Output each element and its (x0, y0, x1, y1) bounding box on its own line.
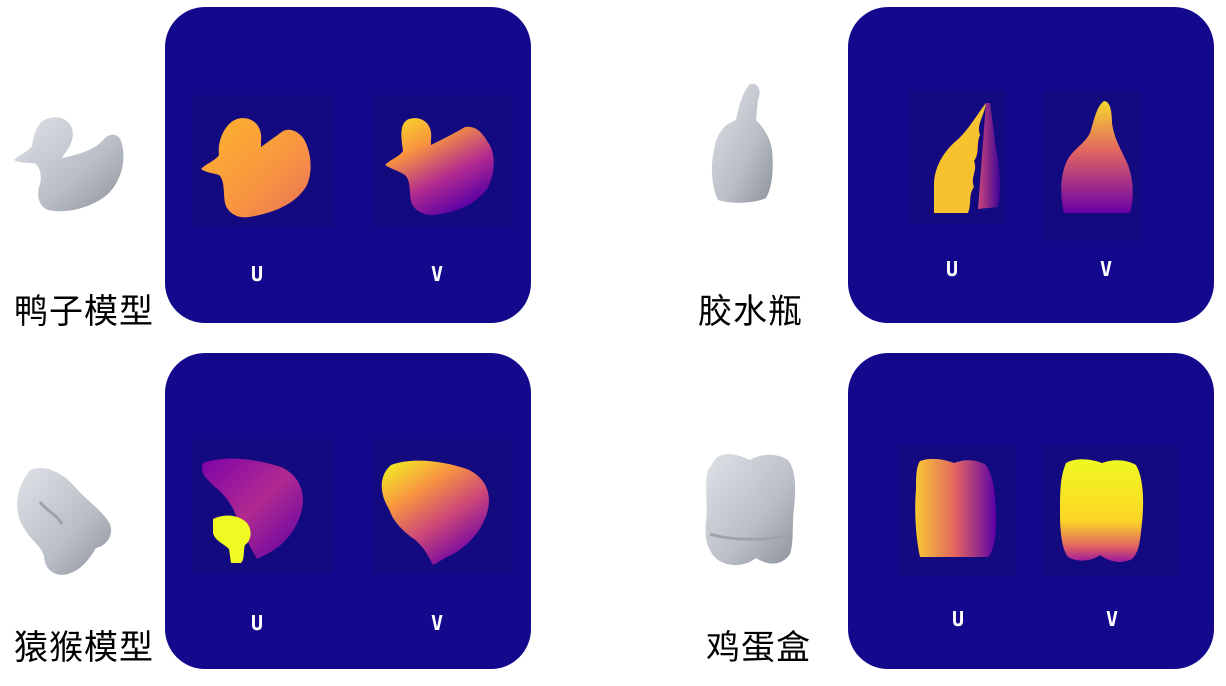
egg-box-v-map (1060, 459, 1144, 562)
duck-u-map (201, 118, 311, 218)
v-label: V (431, 611, 444, 635)
u-label: U (251, 262, 264, 286)
v-label: V (431, 262, 444, 286)
egg-box-uv-maps (915, 458, 1144, 562)
egg-box-icon (705, 454, 796, 566)
egg-box-thumbnail (698, 448, 802, 572)
glue-bottle-icon (711, 83, 773, 203)
glue-bottle-thumbnail (700, 80, 780, 210)
duck-model-icon (14, 117, 124, 212)
duck-uv-maps (201, 118, 494, 218)
ape-uv-maps (201, 458, 489, 565)
glue-bottle-v-map (1061, 101, 1133, 213)
uv-panel-duck: U V (165, 7, 531, 323)
u-label: U (946, 257, 959, 281)
uv-panel-glue-bottle: U V (848, 7, 1214, 323)
egg-box-u-map (915, 458, 996, 557)
glue-bottle-u-map-right (978, 103, 1001, 209)
ape-model-thumbnail (10, 462, 120, 582)
ape-u-map (201, 458, 303, 559)
item-label: 鸭子模型 (14, 292, 154, 332)
u-label: U (251, 611, 264, 635)
glue-bottle-u-map-left (934, 103, 986, 213)
uv-panel-ape: U V (165, 353, 531, 669)
ape-u-yellow (213, 515, 251, 563)
v-label: V (1100, 257, 1113, 281)
item-label: 猿猴模型 (14, 628, 154, 668)
ape-v-map (381, 460, 489, 565)
glue-bottle-uv-maps (934, 101, 1133, 213)
uv-panel-egg-box: U V (848, 353, 1214, 669)
duck-v-map (385, 118, 494, 215)
duck-model-thumbnail (10, 110, 130, 220)
item-label: 鸡蛋盒 (706, 628, 811, 668)
item-label: 胶水瓶 (698, 292, 803, 332)
u-label: U (952, 607, 965, 631)
v-label: V (1106, 607, 1119, 631)
ape-model-icon (17, 467, 112, 575)
